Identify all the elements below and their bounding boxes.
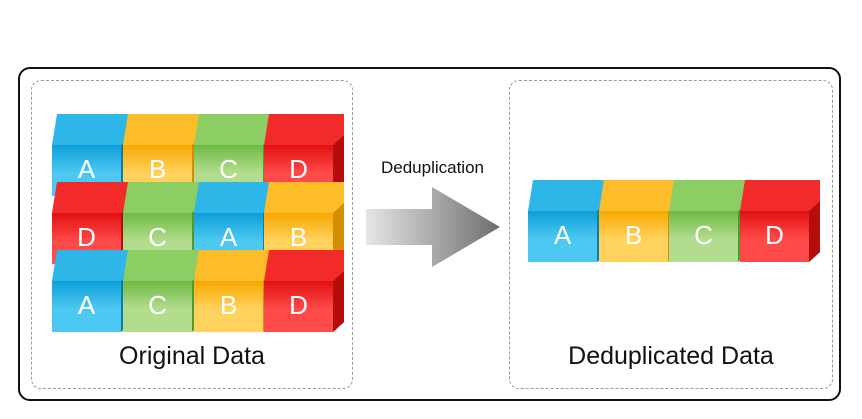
deduplicated-data-label: Deduplicated Data: [568, 342, 774, 370]
data-block-label: B: [624, 220, 643, 250]
data-block-a: A: [52, 250, 132, 332]
data-block-c: C: [123, 250, 203, 332]
data-block-d: D: [740, 180, 820, 262]
data-block-label: D: [765, 220, 784, 250]
data-block-label: D: [289, 154, 308, 184]
data-block-label: C: [694, 220, 713, 250]
data-block-a: A: [528, 180, 608, 262]
right-arrow-icon: [366, 187, 500, 267]
data-block-b: B: [599, 180, 679, 262]
data-block-c: C: [669, 180, 749, 262]
data-block-b: B: [194, 250, 274, 332]
data-block-label: B: [148, 154, 167, 184]
data-block-label: C: [148, 290, 167, 320]
data-block-label: B: [219, 290, 238, 320]
original-data-label: Original Data: [119, 342, 265, 370]
data-block-label: A: [219, 222, 238, 252]
data-block-label: A: [77, 290, 96, 320]
data-block-label: A: [553, 220, 572, 250]
data-block-label: C: [148, 222, 167, 252]
data-block-b: B: [264, 182, 344, 264]
deduplication-label: Deduplication: [380, 158, 484, 177]
data-block-label: D: [289, 290, 308, 320]
diagram-frame: [18, 67, 841, 401]
data-block-label: B: [289, 222, 308, 252]
deduplicated-data-panel: [509, 80, 833, 389]
data-block-label: C: [219, 154, 238, 184]
data-block-label: D: [77, 222, 96, 252]
original-data-panel: [31, 80, 353, 389]
data-block-d: D: [264, 250, 344, 332]
data-block-label: A: [77, 154, 96, 184]
